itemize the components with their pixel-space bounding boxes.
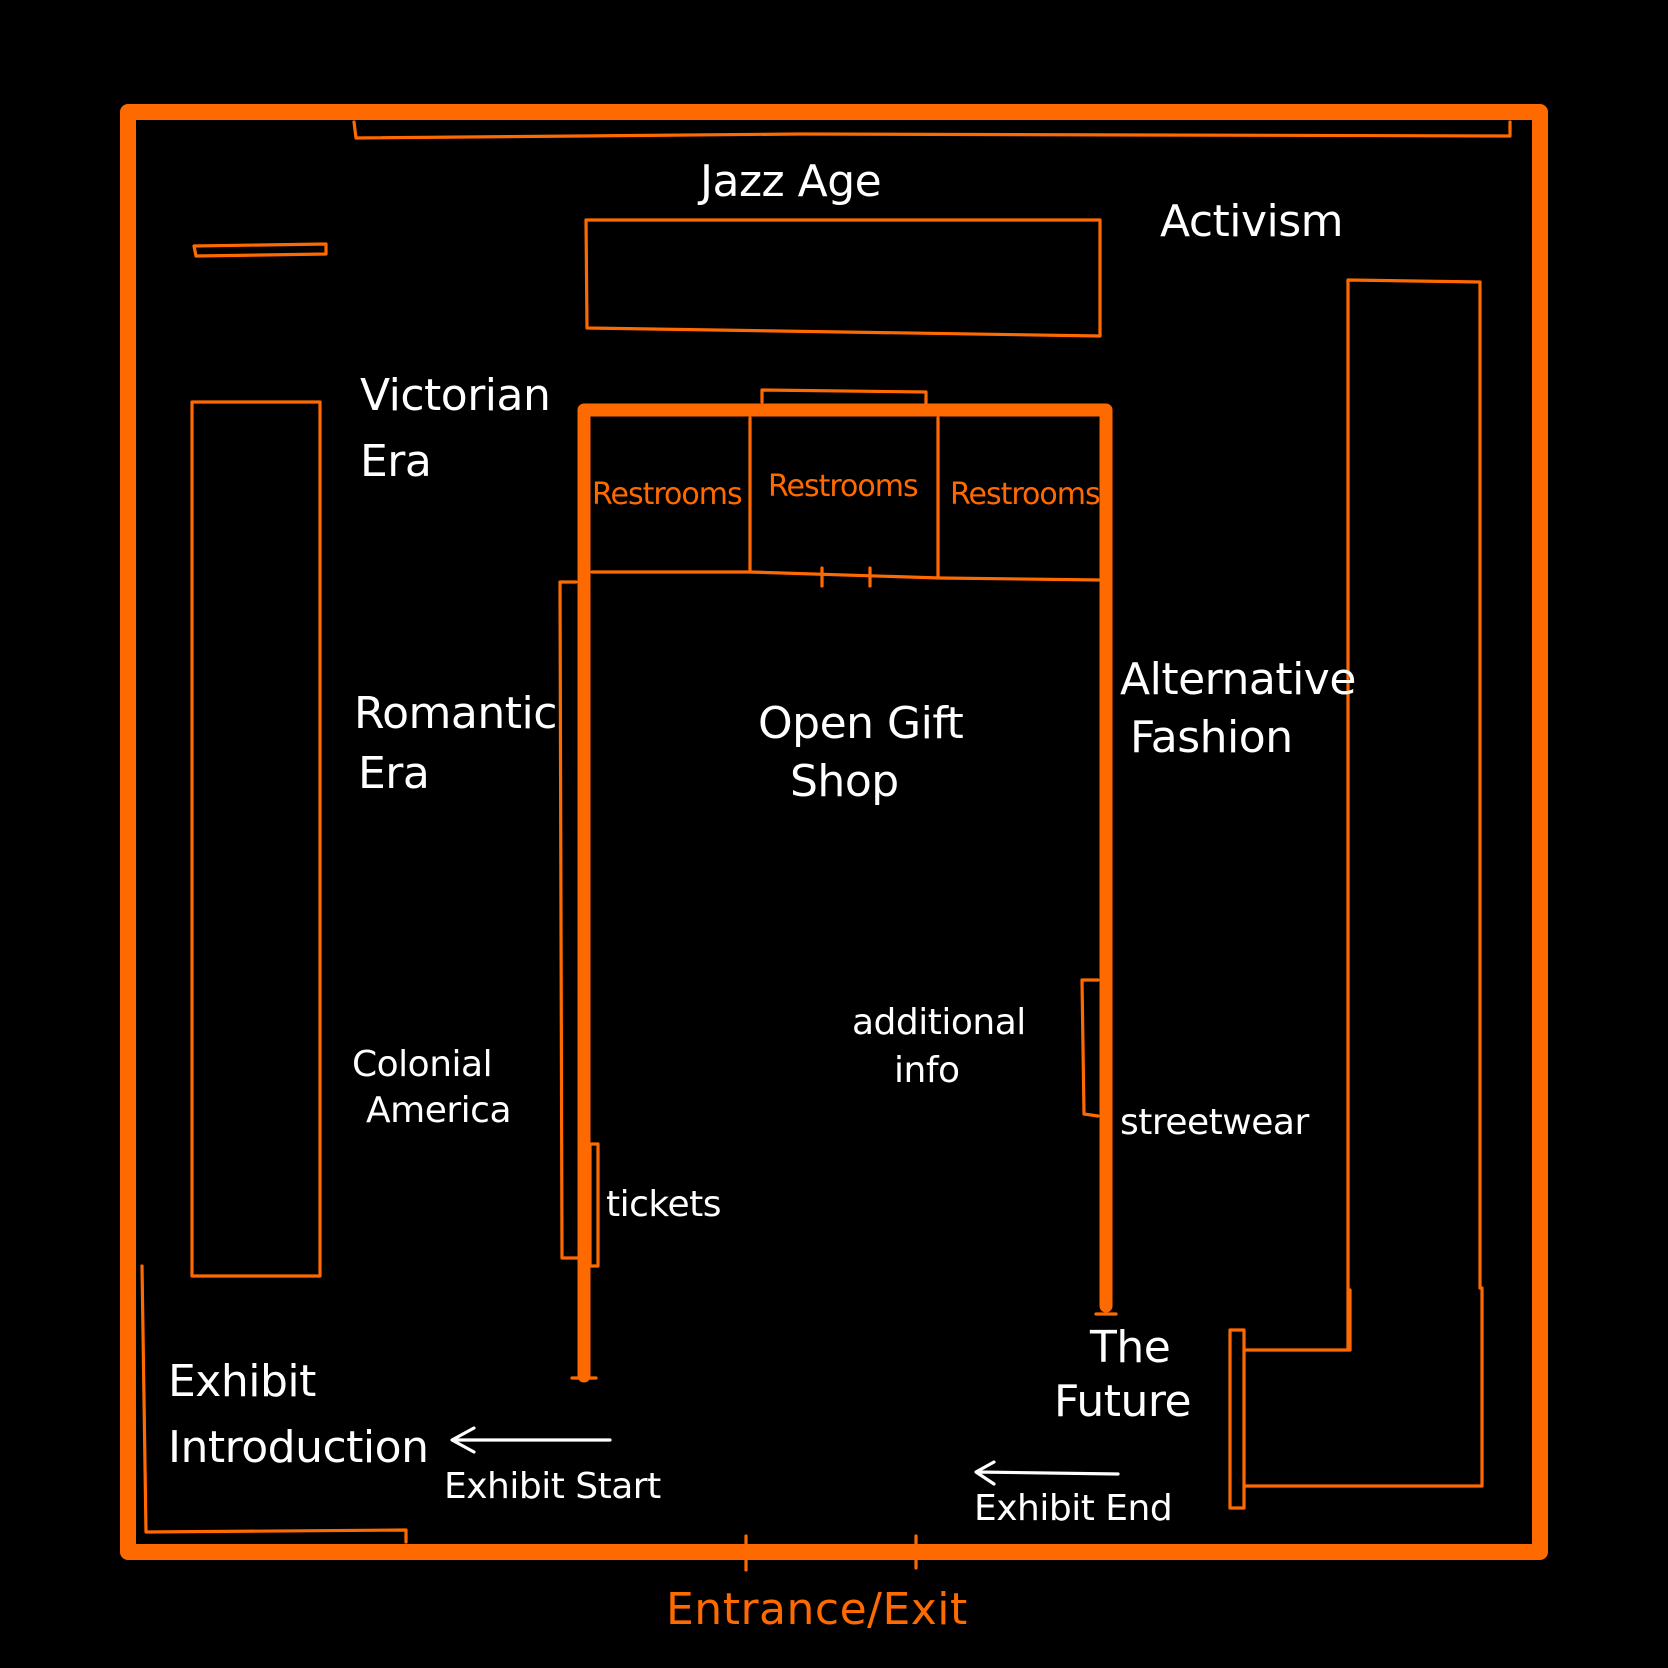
open-gift-shop-label-line2: Shop — [790, 756, 899, 807]
entrance-ticks — [744, 1534, 918, 1572]
victorian-era-label-line1: Victorian — [360, 370, 550, 421]
restroom-floor-line — [590, 570, 1102, 582]
right-display-case — [1346, 278, 1482, 1350]
core-top-notch — [760, 388, 928, 406]
intro-corner-display — [140, 1264, 408, 1544]
jazz-age-label: Jazz Age — [697, 156, 881, 207]
right-display-case-base — [1242, 1286, 1484, 1488]
restroom-door-marks — [820, 566, 872, 588]
colonial-america-label-line2: America — [366, 1090, 511, 1131]
tickets-counter — [588, 1142, 600, 1268]
alternative-fashion-label-line1: Alternative — [1120, 654, 1356, 705]
outer-walls — [120, 104, 1548, 1560]
the-future-label-line1: The — [1089, 1322, 1170, 1373]
core-left-wall — [577, 403, 1113, 1383]
central-core — [558, 388, 1118, 1383]
future-panel — [1228, 1328, 1246, 1510]
restrooms-label-3: Restrooms — [950, 477, 1100, 512]
exhibit-end-label: Exhibit End — [974, 1488, 1172, 1529]
activism-label: Activism — [1160, 196, 1343, 247]
exhibit-introduction-label-line1: Exhibit — [168, 1356, 316, 1407]
the-future-label-line2: Future — [1054, 1376, 1191, 1427]
core-wall-ends — [570, 1312, 1118, 1380]
info-counter — [1080, 978, 1100, 1118]
romantic-era-label-line2: Era — [358, 748, 429, 799]
exhibit-start-arrow — [450, 1426, 612, 1454]
tickets-label: tickets — [606, 1184, 721, 1225]
additional-info-label-line2: info — [894, 1050, 960, 1091]
romantic-era-label-line1: Romantic — [354, 688, 557, 739]
left-display-case — [190, 400, 322, 1278]
jazz-age-display-case — [584, 218, 1102, 338]
victorian-era-label-line2: Era — [360, 436, 431, 487]
additional-info-label-line1: additional — [852, 1002, 1026, 1043]
small-display-shelf — [192, 242, 328, 258]
jazz-age-wall-display — [352, 120, 1512, 140]
colonial-america-label-line1: Colonial — [352, 1044, 492, 1085]
streetwear-label: streetwear — [1120, 1102, 1309, 1143]
core-left-panel — [558, 580, 580, 1260]
exhibit-end-arrow — [974, 1460, 1120, 1486]
restrooms-label-1: Restrooms — [592, 477, 742, 512]
alternative-fashion-label-line2: Fashion — [1130, 712, 1293, 763]
restrooms-label-2: Restrooms — [768, 469, 918, 504]
exhibit-start-label: Exhibit Start — [444, 1466, 661, 1507]
exhibit-introduction-label-line2: Introduction — [168, 1422, 428, 1473]
open-gift-shop-label-line1: Open Gift — [758, 698, 964, 749]
outer-wall — [120, 104, 1548, 1560]
entrance-exit-label: Entrance/Exit — [666, 1584, 968, 1635]
